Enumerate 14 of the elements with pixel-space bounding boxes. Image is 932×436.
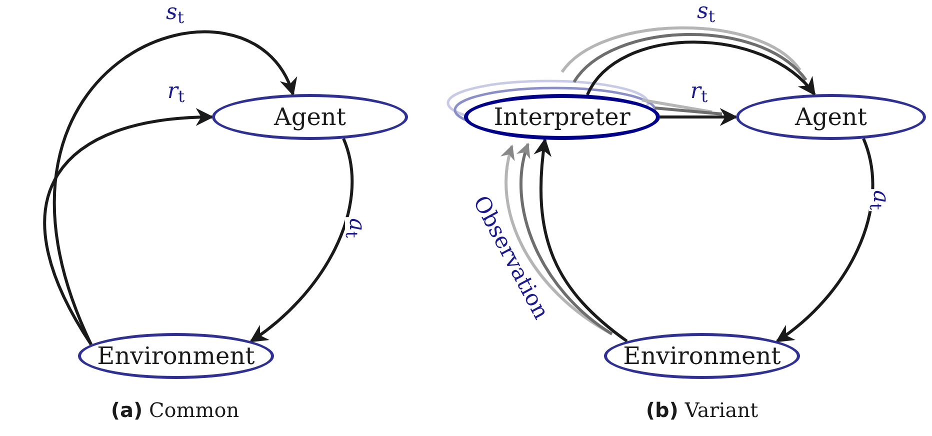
node-label: Interpreter [494,105,630,129]
arrow [586,40,816,96]
subfigure-caption: (b) Variant [646,400,758,420]
node-label: Agent [274,105,346,129]
arrow [250,138,354,342]
node-label: Environment [97,344,255,368]
arrow [534,138,628,342]
node-label: Agent [795,105,867,129]
arrow [660,108,738,126]
arrow [43,108,214,346]
node-label: Environment [623,344,781,368]
subfigure-caption: (a) Common [110,400,240,420]
arrow [776,138,874,342]
arrow [53,31,294,346]
